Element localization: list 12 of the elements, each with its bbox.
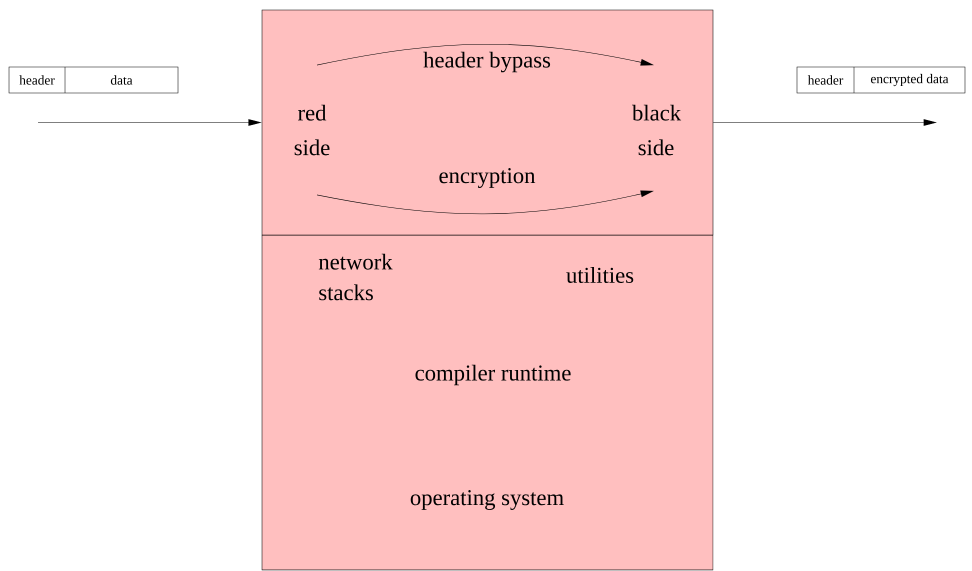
node-label: operating system bbox=[410, 490, 564, 510]
panel-box bbox=[262, 10, 714, 236]
panel-box: network stacks utilities compiler runtime operating system bbox=[262, 235, 714, 570]
node-label: utilities bbox=[566, 267, 634, 283]
packet-box: header encrypted data bbox=[796, 66, 966, 94]
node-label: compiler runtime bbox=[415, 364, 571, 386]
edge-label: header bypass bbox=[422, 50, 552, 74]
side-label: black side bbox=[632, 104, 682, 156]
side-label: red side bbox=[294, 104, 330, 156]
packet-box: header data bbox=[8, 66, 178, 94]
node-label: network stacks bbox=[318, 254, 393, 300]
edge-label: encryption bbox=[437, 166, 537, 190]
